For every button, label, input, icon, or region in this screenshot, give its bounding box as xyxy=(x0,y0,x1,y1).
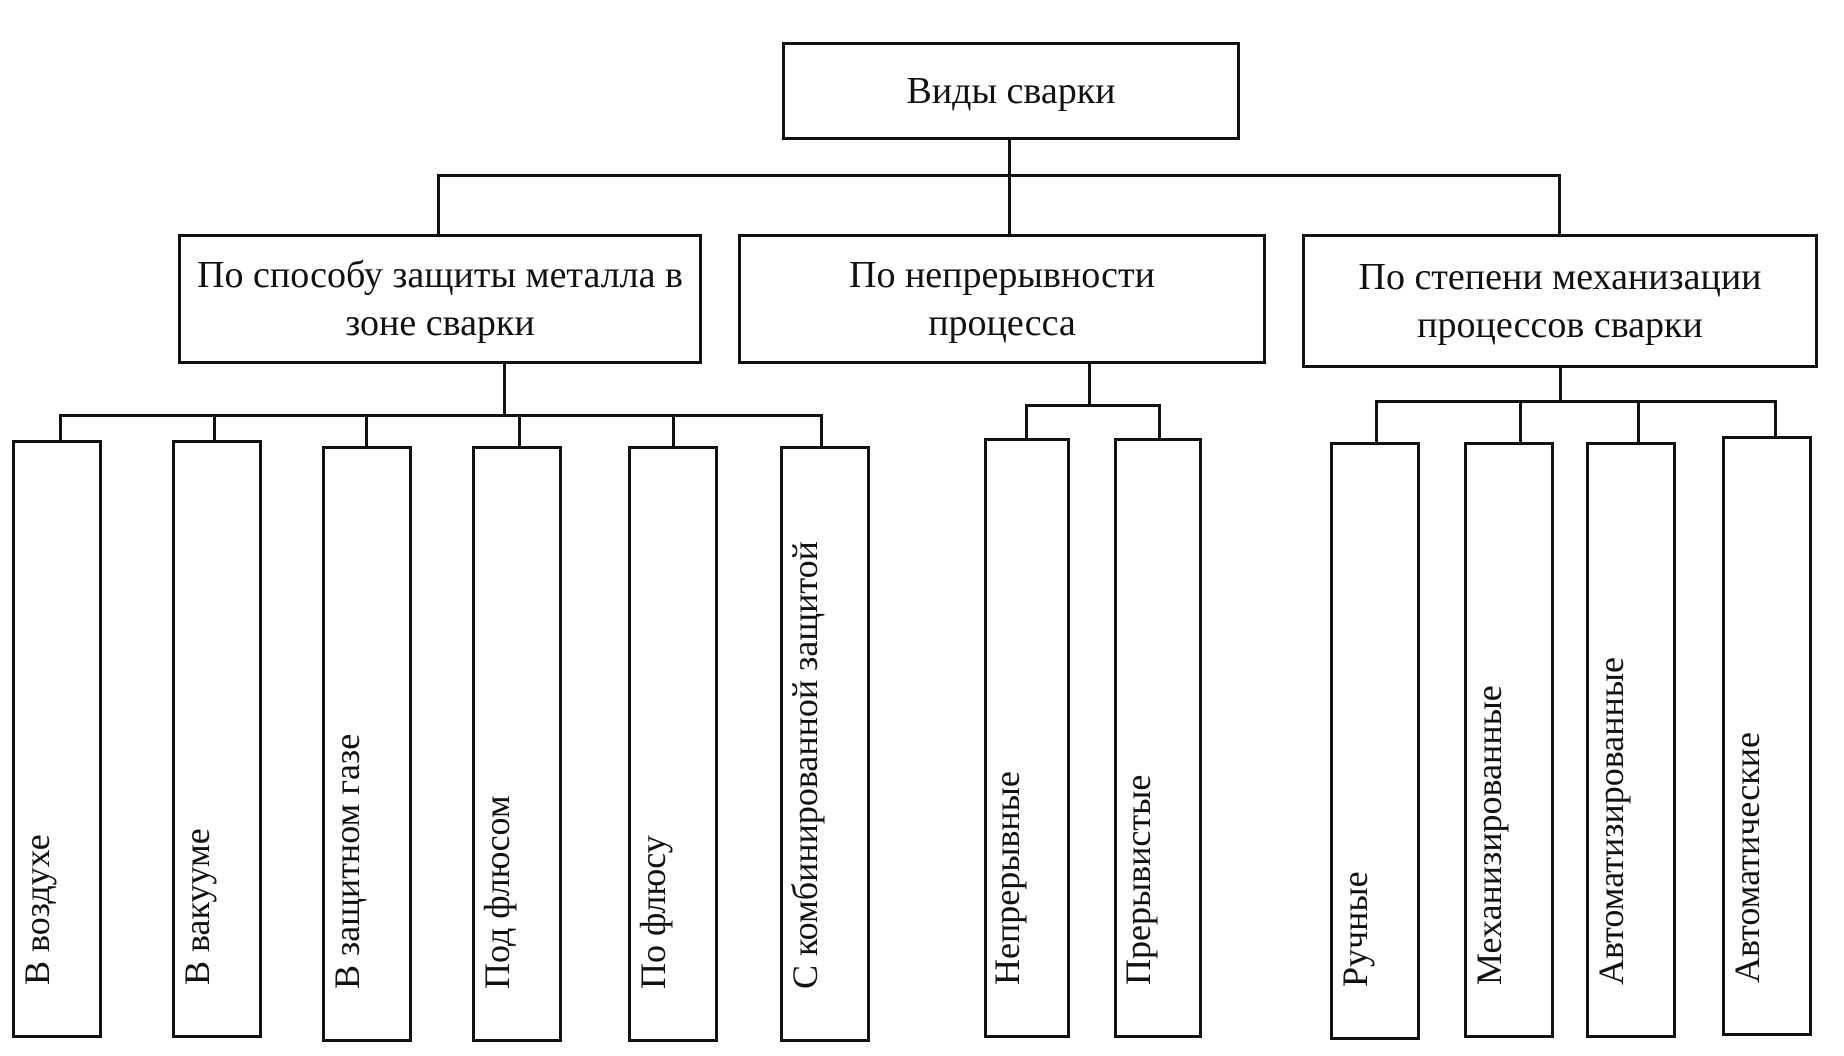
leaf-node: С комбинированной защитой xyxy=(780,446,870,1042)
leaf-node: Прерывистые xyxy=(1114,438,1202,1038)
connector-line xyxy=(1375,400,1378,444)
connector-line xyxy=(672,414,675,448)
connector-line xyxy=(820,414,823,448)
leaf-node: Автоматические xyxy=(1722,436,1812,1036)
leaf-node: Ручные xyxy=(1330,442,1420,1040)
connector-line xyxy=(1008,138,1011,176)
leaf-node: Автоматизированные xyxy=(1586,442,1676,1038)
connector-line xyxy=(1088,364,1091,406)
leaf-node: Механизированные xyxy=(1464,442,1554,1038)
connector-line xyxy=(213,414,216,442)
leaf-node-label: Ручные xyxy=(1335,871,1375,987)
group-node-label: По способу защиты металла в зоне сварки xyxy=(197,254,683,344)
connector-line xyxy=(1774,400,1777,444)
connector-line xyxy=(1158,404,1161,440)
leaf-node-label: Автоматические xyxy=(1727,732,1767,983)
connector-line xyxy=(503,362,506,416)
root-node-label: Виды сварки xyxy=(906,70,1116,112)
group-node-protection: По способу защиты металла в зоне сварки xyxy=(178,234,702,364)
leaf-node-label: В защитном газе xyxy=(327,733,367,989)
connector-line xyxy=(365,414,368,448)
leaf-node: В вакууме xyxy=(172,440,262,1038)
root-node: Виды сварки xyxy=(782,42,1240,140)
connector-line xyxy=(1025,404,1161,407)
group-node-mechanization: По степени механизации процессов сварки xyxy=(1302,234,1818,368)
connector-line xyxy=(1008,174,1011,234)
leaf-node: В защитном газе xyxy=(322,446,412,1042)
connector-line xyxy=(518,414,521,448)
connector-line xyxy=(59,414,62,442)
leaf-node-label: Непрерывные xyxy=(987,771,1027,985)
connector-line xyxy=(437,174,440,234)
connector-line xyxy=(1559,366,1562,402)
leaf-node-label: В воздухе xyxy=(17,834,57,985)
leaf-node-label: По флюсу xyxy=(633,835,673,989)
connector-line xyxy=(1025,404,1028,440)
connector-line xyxy=(437,174,1561,177)
leaf-node: Под флюсом xyxy=(472,446,562,1042)
leaf-node: По флюсу xyxy=(628,446,718,1042)
group-node-continuity: По непрерывности процесса xyxy=(738,234,1266,364)
connector-line xyxy=(1637,400,1640,444)
group-node-label: По степени механизации процессов сварки xyxy=(1358,256,1762,346)
leaf-node-label: Механизированные xyxy=(1469,685,1509,985)
leaf-node-label: Прерывистые xyxy=(1118,774,1158,985)
connector-line xyxy=(1375,400,1777,403)
connector-line xyxy=(1558,174,1561,234)
leaf-node-label: С комбинированной защитой xyxy=(785,541,825,989)
leaf-node-label: Автоматизированные xyxy=(1591,657,1631,985)
leaf-node: В воздухе xyxy=(12,440,102,1038)
group-node-label: По непрерывности процесса xyxy=(849,254,1155,344)
connector-line xyxy=(59,414,823,417)
connector-line xyxy=(1519,400,1522,444)
leaf-node-label: Под флюсом xyxy=(477,795,517,989)
leaf-node-label: В вакууме xyxy=(177,828,217,985)
leaf-node: Непрерывные xyxy=(984,438,1070,1038)
